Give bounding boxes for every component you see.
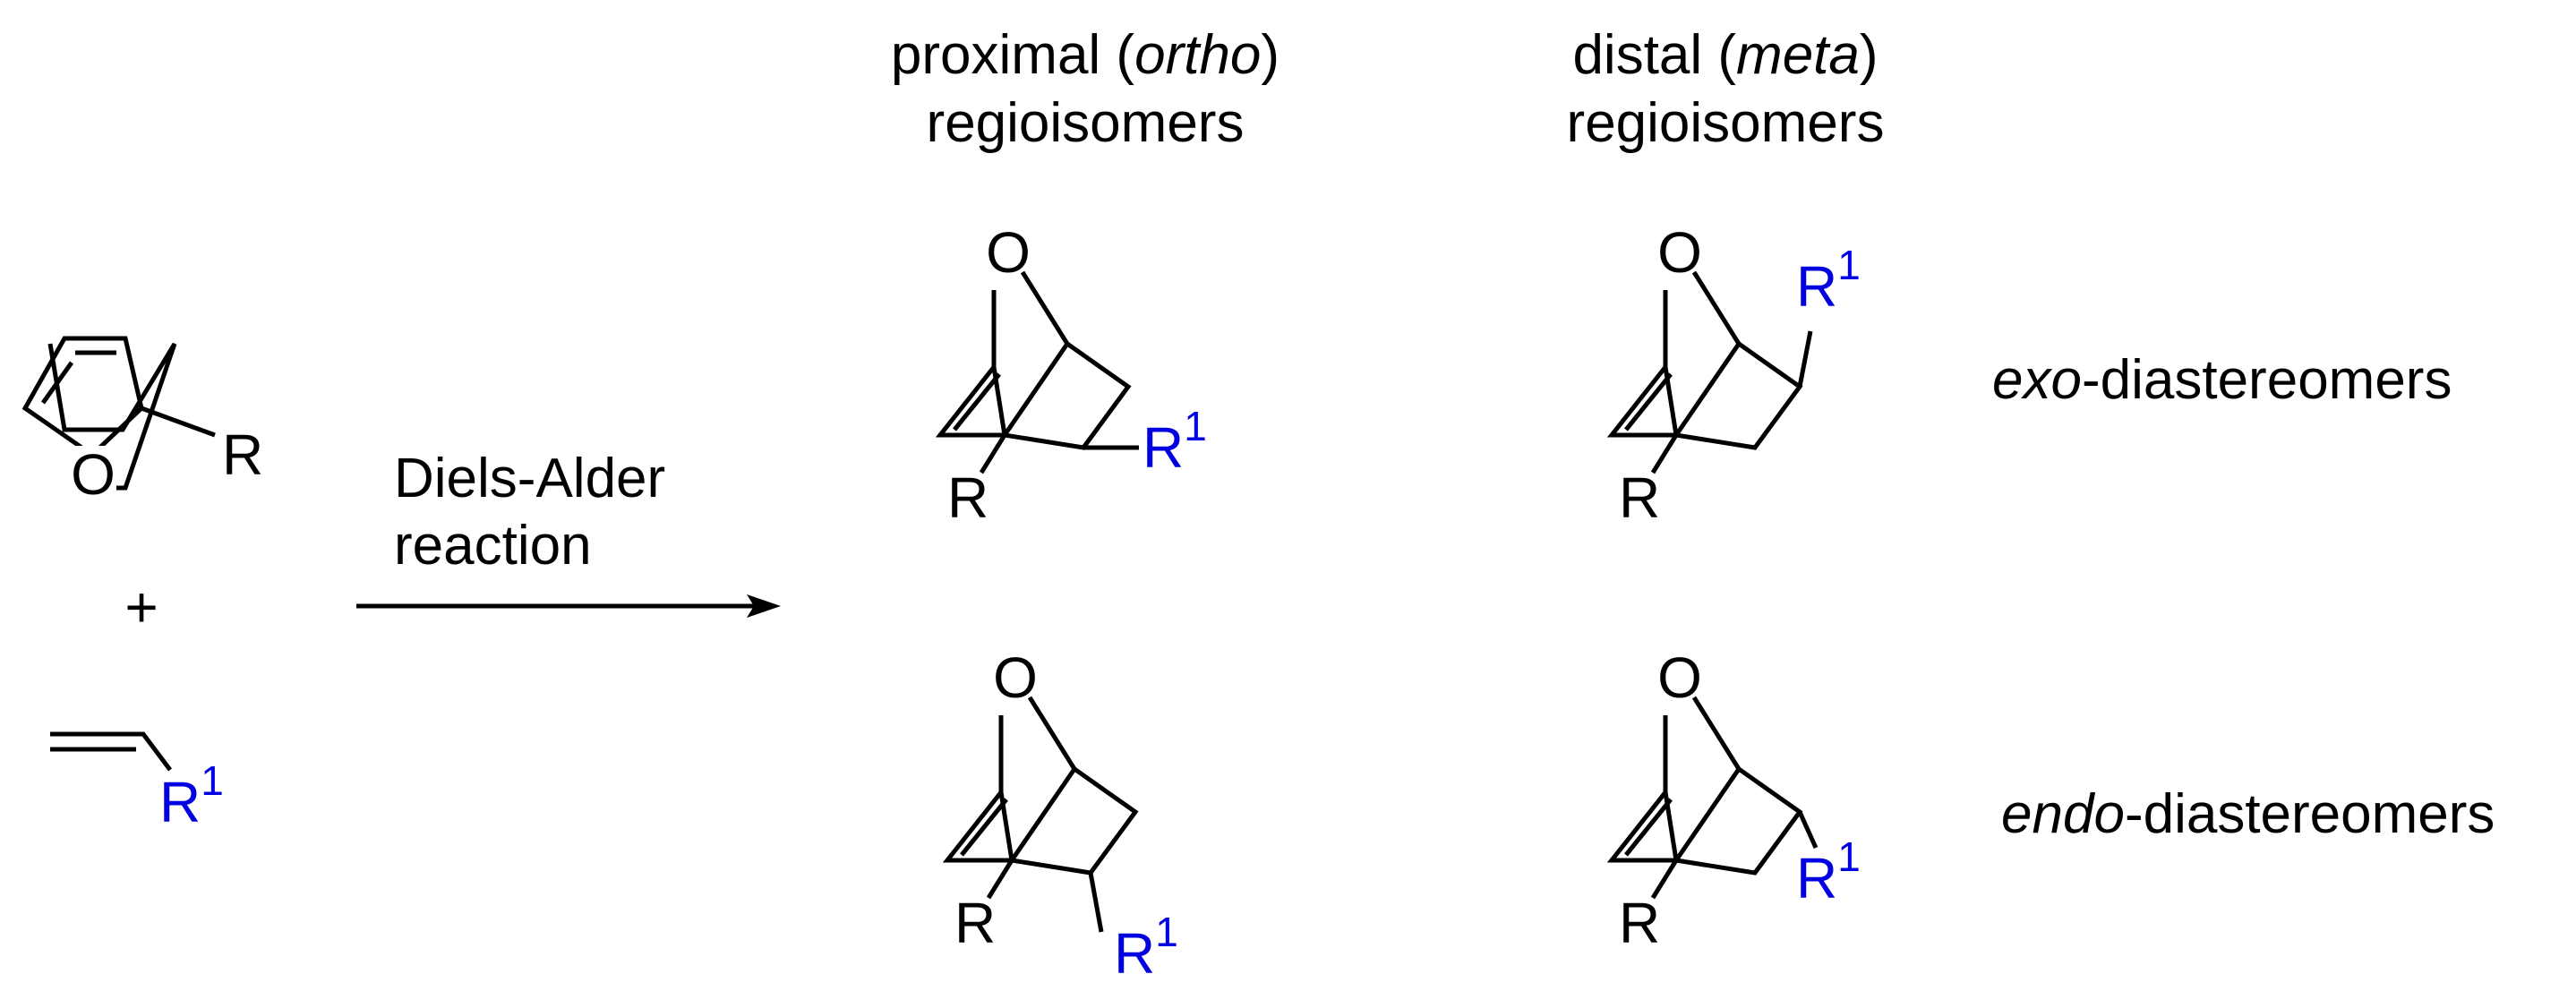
substituent-R: R xyxy=(1619,466,1660,530)
bridge-oxygen: O xyxy=(1657,645,1702,710)
alkene-R1: R1 xyxy=(159,757,224,834)
header-proximal-line2: regioisomers xyxy=(927,92,1245,154)
furan-substituent-bond xyxy=(141,406,216,438)
substituent-R1: R1 xyxy=(1114,909,1178,986)
R-bond xyxy=(979,433,1007,474)
substituent-R: R xyxy=(947,466,988,530)
ring-bonds xyxy=(1673,765,1803,876)
substituent-R1: R1 xyxy=(1796,833,1861,910)
furan-bonds xyxy=(47,342,177,491)
furan-R: R xyxy=(222,423,263,487)
alkene-bridge xyxy=(1606,361,1679,438)
R1-bond xyxy=(1088,872,1104,933)
bridge-oxygen: O xyxy=(986,220,1031,285)
bridge-right xyxy=(1691,696,1742,771)
ring-bonds xyxy=(1673,340,1803,450)
alkene-molecule: R1 xyxy=(50,731,224,834)
R-bond xyxy=(986,859,1014,900)
ring-double-bond xyxy=(960,798,1008,857)
furan-ring xyxy=(21,336,144,458)
alkene-bridge xyxy=(1606,786,1679,863)
ring-double-bond xyxy=(1624,372,1673,431)
row-label-exo: exo-diastereomers xyxy=(1992,349,2452,411)
plus-sign: + xyxy=(124,575,158,639)
alkene-bridge xyxy=(942,786,1014,863)
R1-bond xyxy=(1797,330,1813,388)
reaction-label-line2: reaction xyxy=(394,515,592,577)
bridge-right xyxy=(1027,696,1077,771)
row-label-endo: endo-diastereomers xyxy=(2001,783,2495,845)
bridge-oxygen: O xyxy=(1657,220,1702,285)
substituent-R1: R1 xyxy=(1143,403,1207,480)
reaction-label-line1: Diels-Alder xyxy=(394,448,665,509)
ring-bonds xyxy=(1009,765,1139,876)
product-distal-exo: O R R1 xyxy=(1606,220,1861,530)
product-distal-endo: O R R1 xyxy=(1606,645,1861,955)
furan-double-bond-left xyxy=(40,361,74,405)
ring-double-bond xyxy=(953,372,1001,431)
header-proximal: proximal (ortho) regioisomers xyxy=(891,24,1279,154)
bridge-right xyxy=(1691,270,1742,346)
ring-bonds xyxy=(1002,340,1132,450)
furan-molecule: O R xyxy=(21,336,263,507)
arrow-head xyxy=(747,594,781,618)
R1-bond xyxy=(1797,810,1819,850)
bridge-right xyxy=(1020,270,1070,346)
alkene-bridge xyxy=(935,361,1007,438)
reaction-arrow: Diels-Alder reaction xyxy=(356,448,781,618)
substituent-R1: R1 xyxy=(1796,242,1861,319)
alkene-bonds xyxy=(50,731,172,772)
header-distal-line1: distal (meta) xyxy=(1572,24,1878,86)
header-distal-line2: regioisomers xyxy=(1567,92,1885,154)
product-proximal-endo: O R R1 xyxy=(942,645,1178,986)
product-proximal-exo: O R R1 xyxy=(935,220,1207,530)
bridge-oxygen: O xyxy=(993,645,1038,710)
R-bond xyxy=(1650,433,1679,474)
header-distal: distal (meta) regioisomers xyxy=(1567,24,1885,154)
R-bond xyxy=(1650,859,1679,900)
furan-oxygen: O xyxy=(71,442,116,507)
substituent-R: R xyxy=(1619,891,1660,955)
header-proximal-line1: proximal (ortho) xyxy=(891,24,1279,86)
substituent-R: R xyxy=(954,891,996,955)
ring-double-bond xyxy=(1624,798,1673,857)
